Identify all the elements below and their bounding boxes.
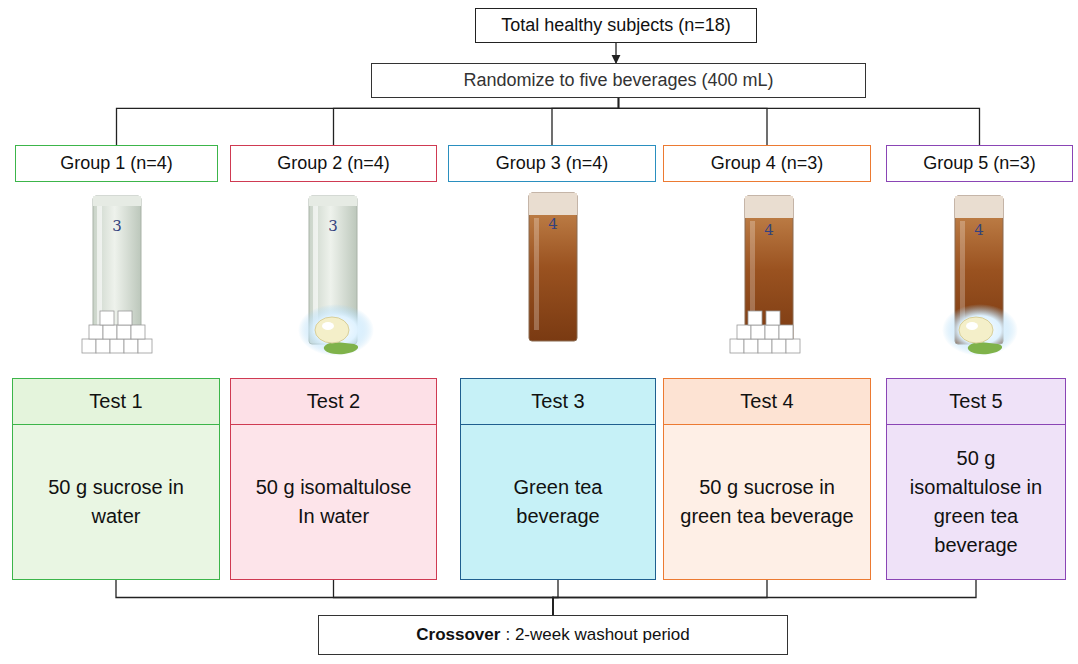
test-box: Test 3Green tea beverage xyxy=(460,378,656,580)
test-box: Test 150 g sucrose in water xyxy=(12,378,220,580)
group-label: Group 4 (n=3) xyxy=(711,153,824,174)
test-description: Green tea beverage xyxy=(461,425,655,579)
group-label: Group 5 (n=3) xyxy=(923,153,1036,174)
glass-number: 3 xyxy=(112,217,122,235)
connector-line xyxy=(117,98,619,145)
connector-line xyxy=(619,98,980,145)
glass-number: 3 xyxy=(328,217,338,235)
test-header: Test 3 xyxy=(461,379,655,425)
process-box: Total healthy subjects (n=18) xyxy=(475,8,757,43)
glass-number: 4 xyxy=(974,221,984,239)
box-label: Randomize to five beverages (400 mL) xyxy=(463,70,773,91)
test-description: 50 g isomaltulose In water xyxy=(231,425,436,579)
box-label: Total healthy subjects (n=18) xyxy=(501,15,731,36)
test-header: Test 4 xyxy=(664,379,870,425)
test-header: Test 2 xyxy=(231,379,436,425)
crossover-box: Crossover: 2-week washout period xyxy=(318,615,788,655)
crossover-heading: Crossover xyxy=(416,625,500,645)
group-label: Group 2 (n=4) xyxy=(277,153,390,174)
test-header: Test 1 xyxy=(13,379,219,425)
group-label: Group 3 (n=4) xyxy=(496,153,609,174)
crossover-detail: : 2-week washout period xyxy=(505,625,689,645)
group-box: Group 3 (n=4) xyxy=(448,145,656,182)
group-box: Group 4 (n=3) xyxy=(663,145,871,182)
process-box: Randomize to five beverages (400 mL) xyxy=(371,63,866,98)
connector-line xyxy=(334,98,619,145)
group-label: Group 1 (n=4) xyxy=(60,153,173,174)
glass-number: 4 xyxy=(764,221,774,239)
test-box: Test 250 g isomaltulose In water xyxy=(230,378,437,580)
glass-number: 4 xyxy=(548,215,558,233)
test-header: Test 5 xyxy=(887,379,1065,425)
group-box: Group 1 (n=4) xyxy=(15,145,218,182)
connector-line xyxy=(334,580,554,615)
test-box: Test 450 g sucrose in green tea beverage xyxy=(663,378,871,580)
connector-arrow xyxy=(615,43,616,63)
group-box: Group 2 (n=4) xyxy=(230,145,437,182)
connector-line xyxy=(553,580,976,615)
test-description: 50 g sucrose in water xyxy=(13,425,219,579)
group-box: Group 5 (n=3) xyxy=(886,145,1073,182)
connector-line xyxy=(116,580,553,615)
test-description: 50 g sucrose in green tea beverage xyxy=(664,425,870,579)
test-box: Test 550 g isomaltulose in green tea bev… xyxy=(886,378,1066,580)
connector-line xyxy=(552,98,619,145)
test-description: 50 g isomaltulose in green tea beverage xyxy=(887,425,1065,579)
connector-line xyxy=(619,98,768,145)
